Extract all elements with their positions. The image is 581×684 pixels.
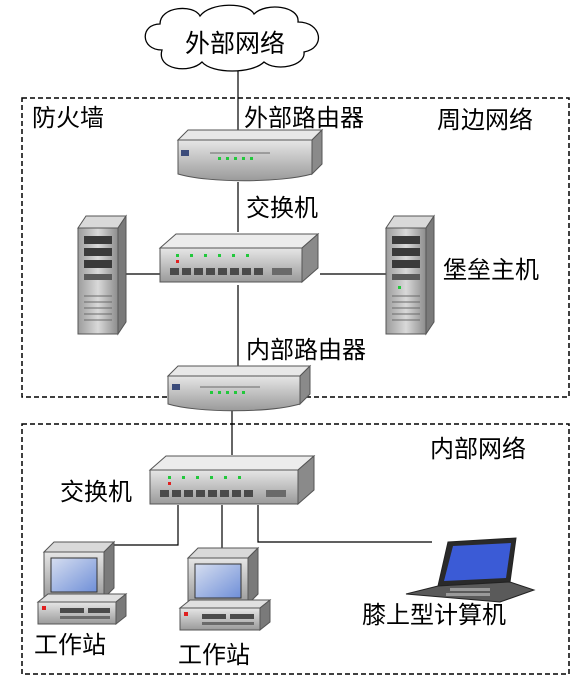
- perimeter-zone-border: [21, 97, 570, 398]
- internal-switch-label: 交换机: [60, 478, 132, 506]
- cloud-icon: [144, 4, 320, 72]
- perimeter-switch-label: 交换机: [246, 194, 318, 222]
- workstation-2-label: 工作站: [178, 641, 250, 669]
- internal-router-label: 内部路由器: [246, 336, 366, 364]
- desktop-computer-icon: [178, 546, 272, 632]
- link-switch-workstation-1: [108, 505, 179, 546]
- laptop-icon: [405, 537, 536, 603]
- router-icon: [176, 128, 324, 182]
- server-tower-icon: [77, 214, 127, 336]
- perimeter-network-label: 周边网络: [437, 106, 533, 134]
- laptop-label: 膝上型计算机: [362, 601, 506, 629]
- desktop-computer-icon: [36, 540, 128, 626]
- network-switch-icon: [158, 232, 320, 284]
- bastion-host-label: 堡垒主机: [443, 256, 539, 284]
- connections: [108, 62, 432, 548]
- external-router-label: 外部路由器: [244, 104, 364, 132]
- firewall-label: 防火墙: [32, 104, 104, 132]
- internal-network-label: 内部网络: [430, 435, 526, 463]
- router-icon: [166, 364, 312, 412]
- server-tower-icon: [385, 214, 435, 336]
- link-switch-laptop: [257, 505, 432, 543]
- internet-label: 外部网络: [185, 29, 286, 58]
- network-switch-icon: [148, 454, 316, 506]
- workstation-1-label: 工作站: [34, 631, 106, 659]
- internal-zone-border: [21, 423, 570, 675]
